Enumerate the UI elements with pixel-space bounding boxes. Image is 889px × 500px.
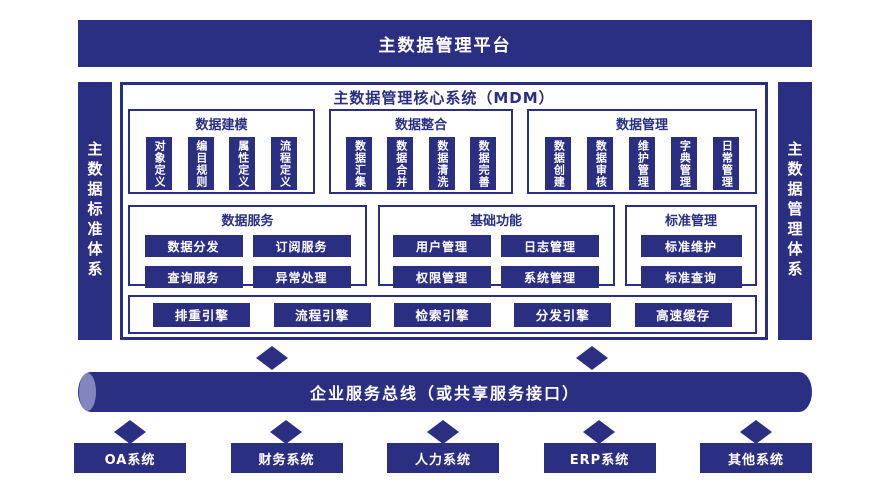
group-data-integration-title: 数据整合	[394, 118, 447, 133]
group-data-service-items: 数据分发 订阅服务 查询服务 异常处理	[130, 235, 365, 288]
engine-distribution: 分发引擎	[514, 302, 612, 327]
platform-title-bar: 主数据管理平台	[78, 20, 812, 67]
connector-diamond	[256, 346, 288, 370]
module-data-creation: 数据创建	[545, 137, 571, 190]
module-dictionary-management: 字典管理	[671, 137, 697, 190]
module-data-merge: 数据合并	[387, 137, 414, 190]
group-basic-functions-title: 基础功能	[469, 214, 522, 229]
module-data-review: 数据审核	[587, 137, 613, 190]
right-rail-label: 主数据管理体系	[785, 141, 804, 281]
group-standard-management-title: 标准管理	[664, 214, 717, 229]
module-data-collection: 数据汇集	[346, 137, 373, 190]
group-data-management-items: 数据创建 数据审核 维护管理 字典管理 日常管理	[529, 137, 755, 190]
esb-bus: 企业服务总线（或共享服务接口）	[78, 372, 812, 412]
group-data-integration-items: 数据汇集 数据合并 数据清洗 数据完善	[331, 137, 511, 190]
module-standard-maintenance: 标准维护	[640, 235, 742, 257]
left-rail-standard-system: 主数据标准体系	[78, 82, 112, 340]
engine-search: 检索引擎	[393, 302, 491, 327]
connector-diamond	[270, 420, 302, 444]
module-standard-query: 标准查询	[640, 266, 742, 288]
group-data-integration: 数据整合 数据汇集 数据合并 数据清洗 数据完善	[329, 109, 513, 194]
engine-bar: 排重引擎 流程引擎 检索引擎 分发引擎 高速缓存	[128, 295, 757, 334]
group-data-modeling-items: 对象定义 编目规则 属性定义 流程定义	[130, 137, 313, 190]
engine-workflow: 流程引擎	[273, 302, 371, 327]
esb-cylinder-cap	[79, 373, 96, 411]
module-log-management: 日志管理	[501, 235, 599, 257]
group-data-service-title: 数据服务	[221, 214, 274, 229]
connector-diamond	[583, 420, 615, 444]
group-data-management-title: 数据管理	[615, 118, 668, 133]
module-daily-management: 日常管理	[713, 137, 739, 190]
module-data-enrichment: 数据完善	[469, 137, 496, 190]
group-data-modeling: 数据建模 对象定义 编目规则 属性定义 流程定义	[128, 109, 315, 194]
mdm-row-services-functions-standards: 数据服务 数据分发 订阅服务 查询服务 异常处理 基础功能 用户管理 日志管理 …	[123, 205, 765, 288]
group-data-management: 数据管理 数据创建 数据审核 维护管理 字典管理 日常管理	[527, 109, 757, 194]
system-box-other: 其他系统	[700, 443, 812, 473]
module-user-management: 用户管理	[393, 235, 491, 257]
connector-diamond	[740, 420, 772, 444]
mdm-core-box: 主数据管理核心系统（MDM） 数据建模 对象定义 编目规则 属性定义 流程定义 …	[120, 82, 768, 340]
module-system-management: 系统管理	[501, 266, 599, 288]
engine-cache: 高速缓存	[634, 302, 732, 327]
group-basic-functions: 基础功能 用户管理 日志管理 权限管理 系统管理	[377, 205, 615, 288]
group-data-service: 数据服务 数据分发 订阅服务 查询服务 异常处理	[128, 205, 367, 288]
module-exception-handling: 异常处理	[252, 266, 351, 288]
platform-title: 主数据管理平台	[378, 36, 512, 56]
module-object-definition: 对象定义	[145, 137, 172, 190]
mdm-row-modeling-integration-management: 数据建模 对象定义 编目规则 属性定义 流程定义 数据整合 数据汇集 数据合并 …	[123, 109, 765, 194]
right-rail-management-system: 主数据管理体系	[778, 82, 812, 340]
module-data-distribution: 数据分发	[144, 235, 243, 257]
system-box-erp: ERP系统	[543, 443, 656, 473]
mdm-core-title: 主数据管理核心系统（MDM）	[333, 89, 555, 107]
group-data-modeling-title: 数据建模	[195, 118, 248, 133]
module-permission-management: 权限管理	[393, 266, 491, 288]
group-standard-management: 标准管理 标准维护 标准查询	[625, 205, 757, 288]
connector-diamond	[576, 346, 608, 370]
group-basic-functions-items: 用户管理 日志管理 权限管理 系统管理	[380, 235, 613, 288]
esb-label: 企业服务总线（或共享服务接口）	[309, 384, 580, 403]
engine-deduplication: 排重引擎	[153, 302, 251, 327]
group-standard-management-items: 标准维护 标准查询	[627, 235, 755, 288]
external-systems-row: OA系统 财务系统 人力系统 ERP系统 其他系统	[74, 443, 812, 473]
connector-diamond	[427, 420, 459, 444]
module-subscription-service: 订阅服务	[252, 235, 351, 257]
module-query-service: 查询服务	[144, 266, 243, 288]
module-data-cleansing: 数据清洗	[428, 137, 455, 190]
system-box-finance: 财务系统	[230, 443, 343, 473]
system-box-oa: OA系统	[74, 443, 186, 473]
connector-diamond	[114, 420, 146, 444]
left-rail-label: 主数据标准体系	[85, 141, 104, 281]
module-catalog-rules: 编目规则	[187, 137, 214, 190]
system-box-hr: 人力系统	[387, 443, 499, 473]
module-process-definition: 流程定义	[271, 137, 298, 190]
module-maintenance-management: 维护管理	[629, 137, 655, 190]
module-attribute-definition: 属性定义	[229, 137, 256, 190]
